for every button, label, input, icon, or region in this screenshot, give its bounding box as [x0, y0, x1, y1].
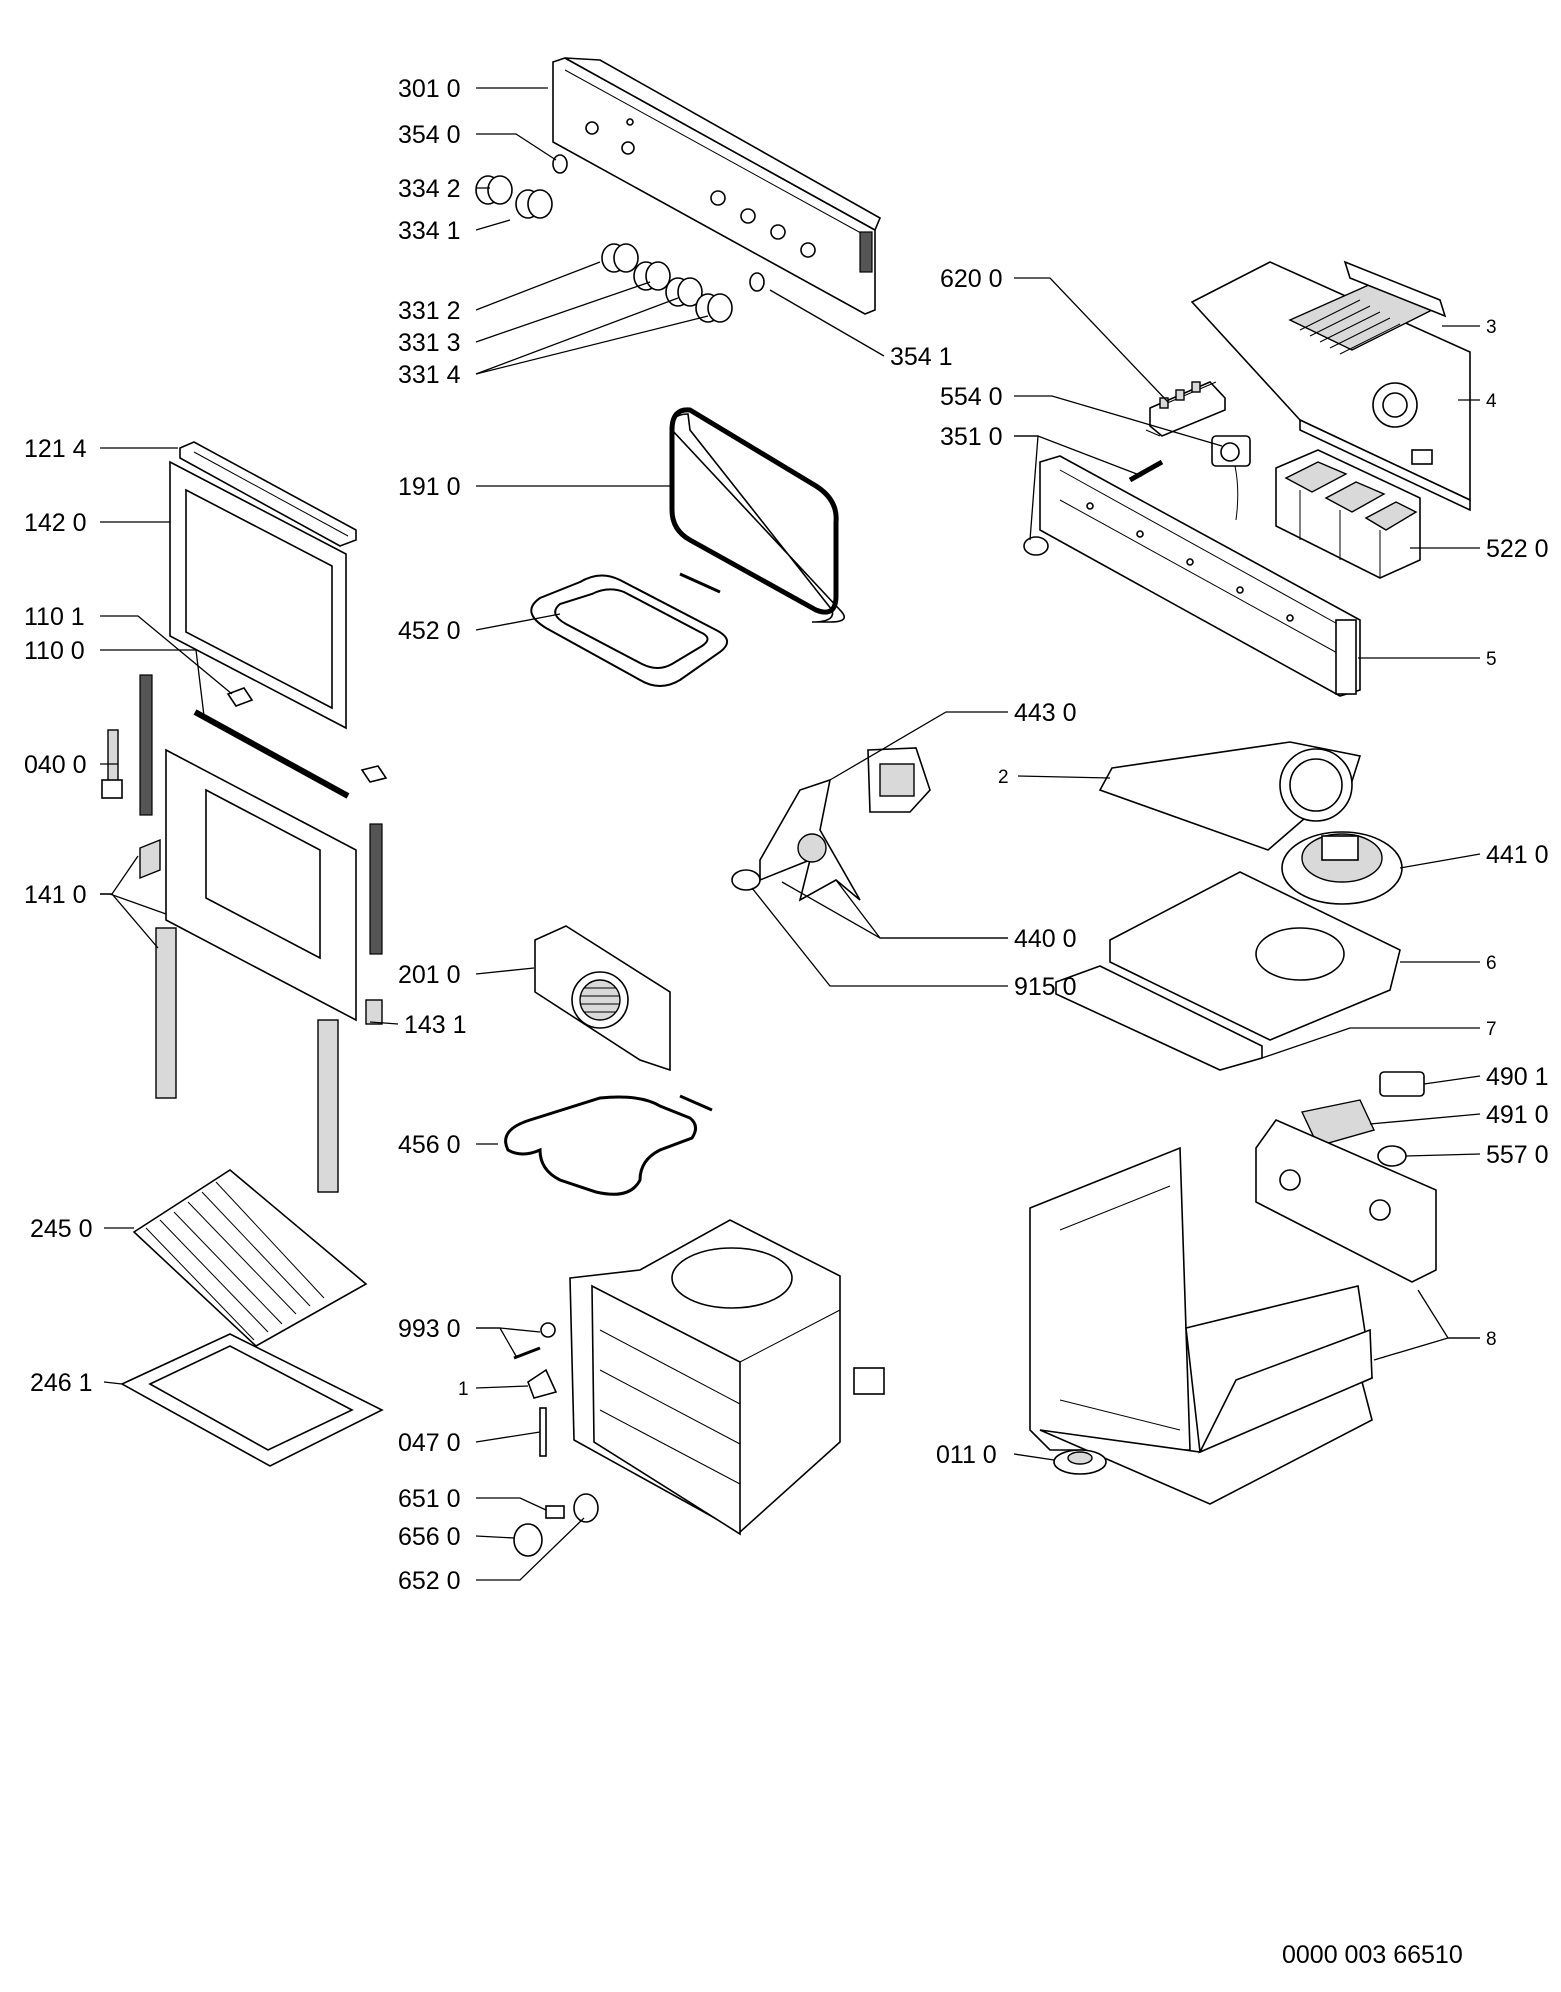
- door-parts-110: [193, 687, 388, 799]
- fan-cover-201-0: [534, 925, 671, 1072]
- wire-shelf-245-0: [132, 1169, 368, 1347]
- label-334-1: 334 1: [398, 217, 461, 245]
- foot-011-0: [1053, 1449, 1107, 1475]
- knob-354-0: [552, 154, 568, 174]
- label-652-0: 652 0: [398, 1567, 461, 1595]
- label-5: 5: [1486, 649, 1497, 670]
- knobs-334: [475, 175, 553, 219]
- label-110-1: 110 1: [24, 603, 85, 631]
- outer-casing-8: [1029, 1119, 1437, 1505]
- label-351-0: 351 0: [940, 423, 1003, 451]
- label-334-2: 334 2: [398, 175, 461, 203]
- label-8: 8: [1486, 1329, 1497, 1350]
- label-331-2: 331 2: [398, 297, 461, 325]
- oven-cavity: [569, 1219, 885, 1536]
- leader-lines: [100, 87, 1481, 1581]
- label-141-0: 141 0: [24, 881, 87, 909]
- label-6: 6: [1486, 953, 1497, 974]
- upper-chassis-plate-3-4: [1190, 260, 1471, 512]
- sensor-351-0: [1023, 459, 1164, 556]
- label-110-0: 110 0: [24, 637, 85, 665]
- label-201-0: 201 0: [398, 961, 461, 989]
- label-354-0: 354 0: [398, 121, 461, 149]
- label-7: 7: [1486, 1019, 1497, 1040]
- label-491-0: 491 0: [1486, 1101, 1549, 1129]
- label-441-0: 441 0: [1486, 841, 1549, 869]
- door-gasket-191-0: [669, 407, 846, 623]
- label-554-0: 554 0: [940, 383, 1003, 411]
- label-143-1: 143 1: [404, 1011, 467, 1039]
- label-121-4: 121 4: [24, 435, 87, 463]
- part-labels: 301 0 354 0 334 2 334 1 331 2 331 3 331 …: [24, 75, 1549, 1969]
- drawing-number: 0000 003 66510: [1282, 1941, 1463, 1969]
- label-915-0: 915 0: [1014, 973, 1077, 1001]
- label-557-0: 557 0: [1486, 1141, 1549, 1169]
- door-top-trim-121-4: [179, 441, 357, 547]
- label-1: 1: [458, 1379, 469, 1400]
- label-040-0: 040 0: [24, 751, 87, 779]
- label-440-0: 440 0: [1014, 925, 1077, 953]
- small-parts-993-047-651: [513, 1322, 599, 1557]
- label-245-0: 245 0: [30, 1215, 93, 1243]
- label-331-4: 331 4: [398, 361, 461, 389]
- label-522-0: 522 0: [1486, 535, 1549, 563]
- baking-tray-246-1: [120, 1333, 384, 1467]
- label-047-0: 047 0: [398, 1429, 461, 1457]
- label-456-0: 456 0: [398, 1131, 461, 1159]
- label-331-3: 331 3: [398, 329, 461, 357]
- grill-element-452-0: [530, 572, 728, 687]
- knobs-331: [601, 243, 733, 323]
- label-4: 4: [1486, 391, 1497, 412]
- label-656-0: 656 0: [398, 1523, 461, 1551]
- terminal-parts-490-491-557: [1300, 1071, 1425, 1167]
- door-hinge-040-0: [101, 674, 383, 1025]
- fan-motor-441-0: [1281, 831, 1403, 905]
- front-frame-5: [1039, 455, 1361, 697]
- label-011-0: 011 0: [936, 1441, 997, 1469]
- fan-motor-440: [731, 747, 931, 902]
- label-301-0: 301 0: [398, 75, 461, 103]
- label-490-1: 490 1: [1486, 1063, 1549, 1091]
- label-651-0: 651 0: [398, 1485, 461, 1513]
- bottom-plate-6: [1109, 871, 1401, 1041]
- knob-354-1: [749, 272, 765, 292]
- switch-block-522-0: [1275, 449, 1421, 579]
- label-993-0: 993 0: [398, 1315, 461, 1343]
- label-142-0: 142 0: [24, 509, 87, 537]
- fan-cover-plate-2: [1098, 741, 1362, 851]
- label-620-0: 620 0: [940, 265, 1003, 293]
- label-452-0: 452 0: [398, 617, 461, 645]
- outer-door-glass-142-0: [169, 460, 347, 730]
- ring-element-456-0: [504, 1094, 713, 1196]
- label-246-1: 246 1: [30, 1369, 93, 1397]
- label-3: 3: [1486, 317, 1497, 338]
- thermostat-554-0: [1211, 435, 1251, 521]
- label-191-0: 191 0: [398, 473, 461, 501]
- label-443-0: 443 0: [1014, 699, 1077, 727]
- inner-door-glass-141-0: [139, 748, 357, 1193]
- label-354-1: 354 1: [890, 343, 953, 371]
- label-2: 2: [998, 767, 1009, 788]
- control-panel-fascia: [552, 57, 882, 315]
- terminal-block-620-0: [1145, 381, 1226, 437]
